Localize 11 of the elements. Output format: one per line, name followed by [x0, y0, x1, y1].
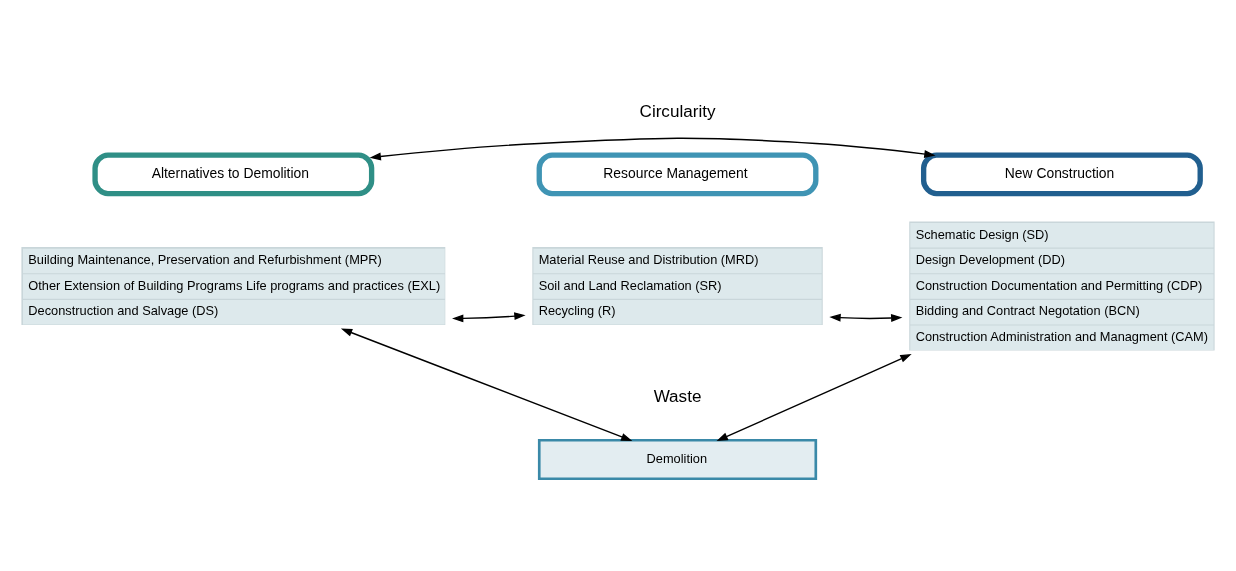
arrow [340, 328, 633, 441]
label: Waste [653, 386, 702, 406]
label: Circularity [639, 101, 716, 121]
arrow [716, 353, 912, 441]
node-box: Demolition [537, 438, 818, 480]
arrow [369, 137, 936, 160]
node-box: Resource Management [536, 152, 819, 196]
arrow [452, 311, 526, 322]
node-box: New Construction [920, 152, 1203, 196]
node-box: Alternatives to Demolition [92, 152, 375, 196]
arrow [829, 313, 903, 322]
